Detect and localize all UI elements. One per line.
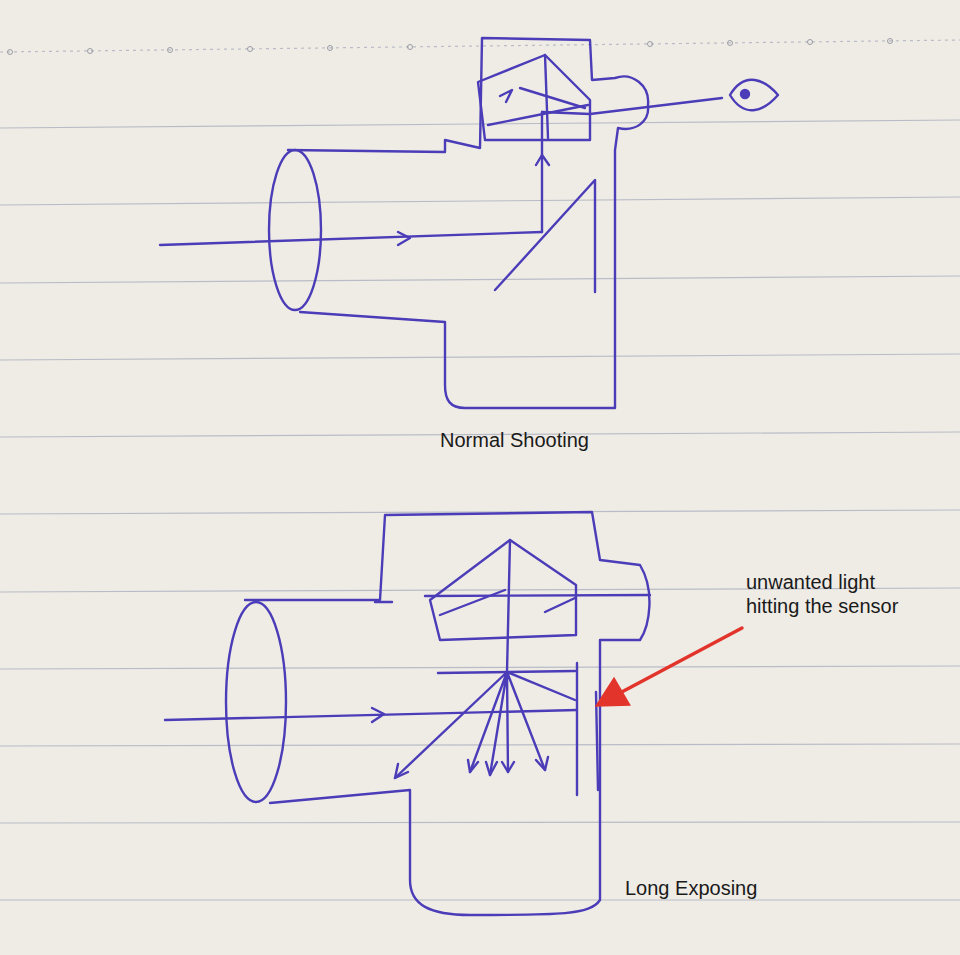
ruled-line — [0, 822, 960, 823]
figure-label: Normal Shooting — [440, 428, 660, 452]
hole — [408, 45, 413, 50]
dotted-top-line — [0, 40, 960, 52]
figure-label: Long Exposing — [625, 876, 845, 900]
ruled-line — [0, 666, 960, 669]
pentaprism — [478, 55, 590, 140]
prism-face — [488, 105, 588, 125]
ruled-line — [0, 899, 960, 900]
ray-arrowhead — [398, 232, 410, 245]
prism-ray — [425, 595, 650, 596]
callout-label: unwanted light hitting the sensor — [746, 570, 932, 618]
hole — [888, 39, 893, 44]
camera-long-exposure — [165, 512, 650, 915]
pentaprism — [430, 540, 576, 640]
light-ray — [542, 98, 722, 114]
callout-arrow — [598, 628, 742, 705]
prism-ray — [507, 540, 510, 672]
light-ray — [165, 710, 577, 720]
hole — [808, 40, 813, 45]
reflex-mirror — [495, 180, 595, 292]
camera-body — [288, 38, 648, 408]
hole — [328, 46, 333, 51]
lens-front — [226, 602, 286, 802]
prism-face — [440, 590, 575, 615]
ray-arrowhead — [536, 155, 549, 165]
light-ray — [160, 232, 542, 245]
hole — [168, 48, 173, 53]
ruled-line — [0, 276, 960, 283]
hole — [648, 42, 653, 47]
hole — [728, 41, 733, 46]
ruled-line — [0, 354, 960, 360]
eye — [730, 80, 778, 110]
hole — [248, 47, 253, 52]
hole — [8, 50, 13, 55]
binder-holes — [8, 39, 893, 55]
camera-normal — [160, 38, 778, 408]
hole — [88, 49, 93, 54]
arrow-shaft — [618, 628, 742, 694]
pupil — [741, 90, 749, 98]
light-ray — [541, 112, 543, 232]
ruled-lines — [0, 40, 960, 900]
ray-arrowhead — [500, 90, 512, 102]
body-seam — [375, 601, 392, 603]
ruled-line — [0, 197, 960, 205]
ray-arrowhead — [395, 757, 548, 778]
lens-front — [269, 150, 321, 310]
prism-ray — [520, 88, 585, 108]
sensor — [576, 663, 578, 795]
arrow-head — [598, 680, 628, 705]
ray-arrowhead — [372, 708, 384, 722]
stray-light-rays — [395, 672, 575, 778]
